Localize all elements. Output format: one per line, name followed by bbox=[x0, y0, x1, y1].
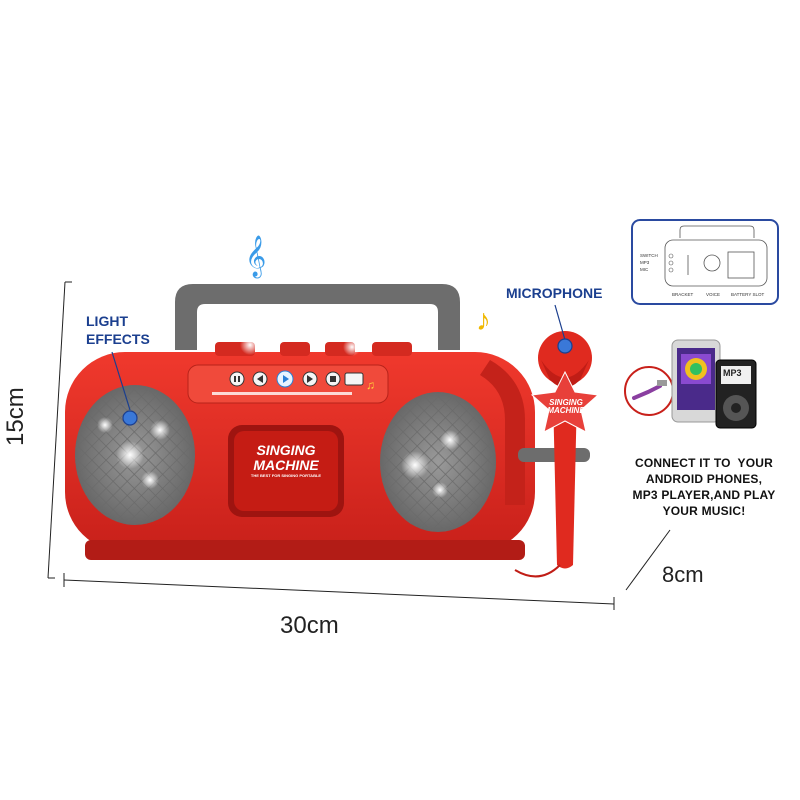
mp3-badge: MP3 bbox=[723, 368, 742, 378]
pause-icon bbox=[229, 371, 245, 387]
connect-line3: MP3 PLAYER,AND PLAY bbox=[632, 488, 776, 502]
inset-label-bracket: BRACKET bbox=[672, 292, 694, 297]
mic-brand-line2: MACHINE bbox=[547, 406, 585, 415]
control-buttons bbox=[229, 370, 364, 388]
height-label: 15cm bbox=[2, 387, 29, 446]
treble-clef-icon: 𝄞 bbox=[245, 235, 266, 278]
light-effects-line2: EFFECTS bbox=[86, 331, 150, 347]
depth-label: 8cm bbox=[662, 562, 704, 587]
callout-markers bbox=[111, 304, 573, 426]
microphone bbox=[530, 331, 600, 569]
mic-bracket bbox=[480, 360, 525, 505]
connect-line2: ANDROID PHONES, bbox=[645, 472, 763, 486]
inset-label-switch: SWITCH bbox=[640, 253, 658, 258]
mp3-player-device bbox=[715, 359, 757, 429]
microphone-callout: MICROPHONE bbox=[506, 285, 603, 301]
mic-brand-line1: SINGING bbox=[549, 398, 583, 407]
brand-line2: MACHINE bbox=[253, 457, 319, 473]
carry-handle bbox=[175, 284, 460, 350]
aux-cable-icon bbox=[624, 366, 674, 416]
brand-logo: SINGING MACHINE THE BEST FOR SINGING POR… bbox=[236, 443, 336, 479]
light-effects-line1: LIGHT bbox=[86, 313, 128, 329]
inset-diagram bbox=[631, 219, 779, 305]
mic-cable bbox=[514, 564, 561, 578]
mic-brand-logo: SINGING MACHINE bbox=[536, 399, 596, 415]
brand-line1: SINGING bbox=[256, 442, 316, 458]
inset-side-labels: SWITCH MP3 MIC bbox=[640, 253, 658, 274]
music-note-icon: ♪ bbox=[476, 304, 491, 337]
inset-label-battery-slot: BATTERY SLOT bbox=[731, 292, 765, 297]
light-sparkles bbox=[97, 335, 460, 498]
connect-line1: CONNECT IT TO YOUR bbox=[634, 456, 774, 470]
dimension-lines bbox=[47, 281, 671, 610]
light-effects-callout: LIGHT EFFECTS bbox=[86, 312, 150, 348]
phone-device bbox=[671, 339, 721, 423]
inset-label-mp3: MP3 bbox=[640, 260, 650, 265]
brand-tagline: THE BEST FOR SINGING PORTABLE bbox=[250, 473, 322, 478]
connect-line4: YOUR MUSIC! bbox=[662, 504, 746, 518]
width-label: 30cm bbox=[280, 612, 339, 639]
inset-label-voice: VOICE bbox=[706, 292, 721, 297]
inset-label-mic: MIC bbox=[640, 267, 649, 272]
music-note-icon: ♫ bbox=[366, 378, 375, 392]
connect-instructions: CONNECT IT TO YOUR ANDROID PHONES, MP3 P… bbox=[612, 455, 796, 519]
right-speaker bbox=[380, 392, 496, 532]
